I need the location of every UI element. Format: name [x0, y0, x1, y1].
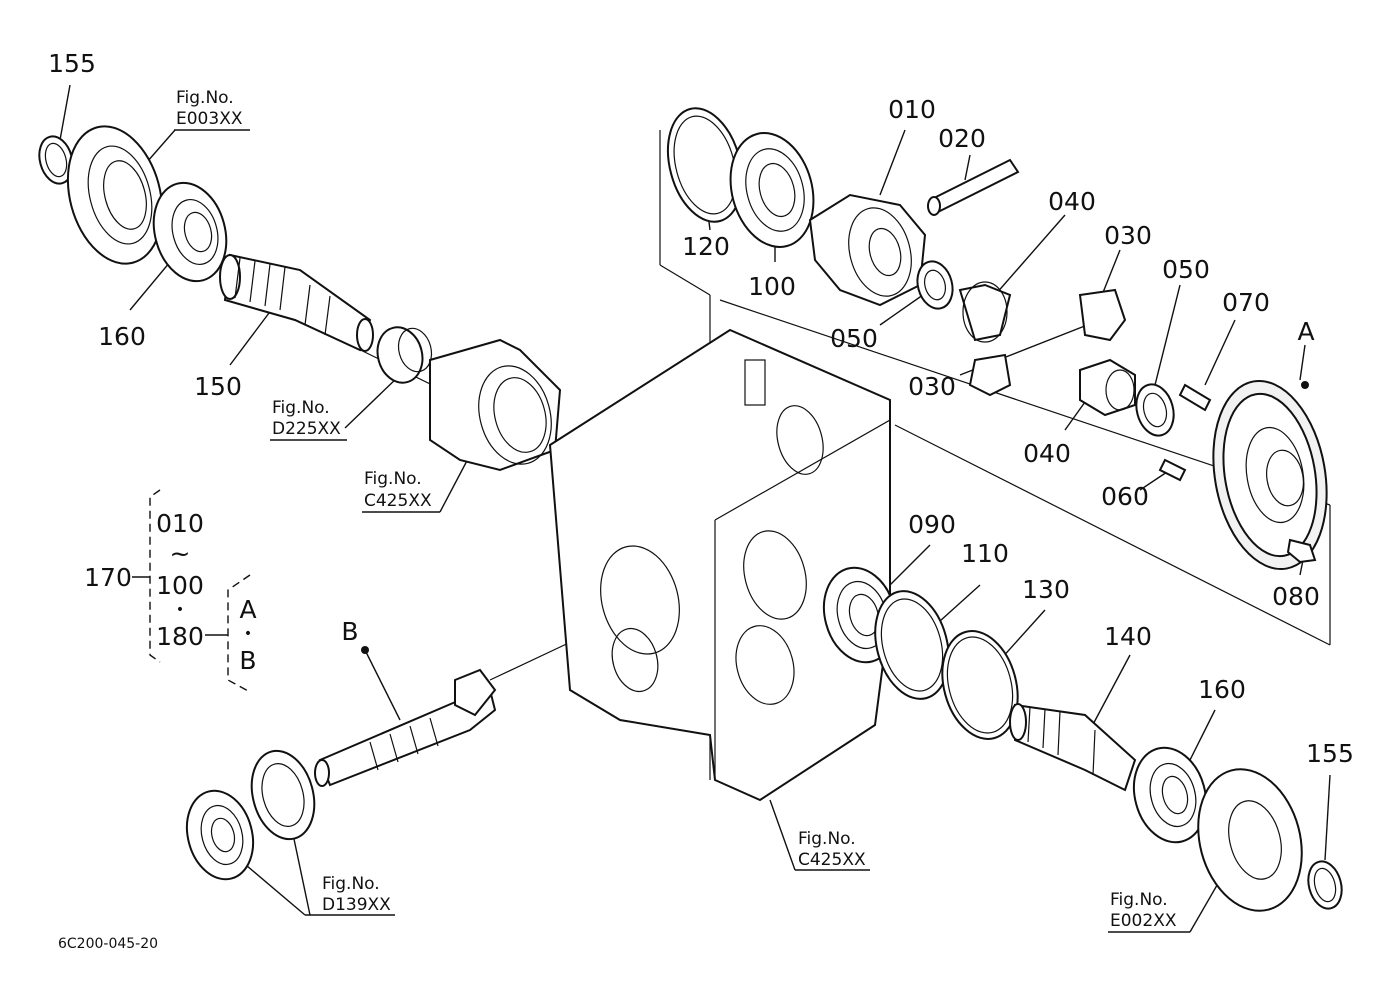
- label-150: 150: [194, 372, 242, 401]
- group-tilde: ~: [170, 539, 191, 568]
- figref-c425-left-code: C425XX: [364, 491, 432, 511]
- side-gear-040-mid: [1079, 358, 1136, 417]
- label-110: 110: [961, 539, 1009, 568]
- label-040-mid: 040: [1023, 439, 1071, 468]
- figref-c425-bottom-label: Fig.No.: [798, 829, 856, 849]
- pin-060: [1158, 458, 1187, 482]
- label-050-mid: 050: [830, 324, 878, 353]
- bolt-080: [1286, 538, 1317, 564]
- group-labels: 170 010 ~ 100 • 180 A • B: [84, 509, 256, 675]
- figref-d225: Fig.No. D225XX: [270, 398, 347, 441]
- bearing-160-right: [1132, 746, 1208, 844]
- pin-070: [1178, 383, 1212, 412]
- snap-ring-155-left: [38, 135, 74, 185]
- label-090: 090: [908, 510, 956, 539]
- group-100: 100: [156, 571, 204, 600]
- label-170: 170: [84, 563, 132, 592]
- label-a: A: [1297, 317, 1314, 346]
- part-labels: 155 160 150 120 100 010 020 040 030 050 …: [48, 49, 1354, 768]
- shim-110: [874, 590, 950, 700]
- coupling-d225: [376, 326, 433, 384]
- ring-gear: [1212, 379, 1328, 571]
- figref-e002: Fig.No. E002XX: [1110, 890, 1177, 931]
- bearing-100: [729, 132, 815, 248]
- label-155-right: 155: [1306, 739, 1354, 768]
- figref-e002-code: E002XX: [1110, 911, 1177, 931]
- snap-ring-130: [941, 630, 1019, 740]
- shaft-150: [219, 253, 374, 352]
- oil-seal-cover-left: [66, 125, 164, 265]
- group-bracket: [132, 489, 251, 693]
- figref-e002-label: Fig.No.: [1110, 890, 1168, 910]
- differential-case-010: [808, 193, 927, 307]
- pinion-gear-030-top: [1078, 288, 1127, 342]
- group-dot-2: •: [244, 626, 252, 642]
- snap-ring-155-right: [1307, 860, 1343, 910]
- label-030-mid: 030: [908, 372, 956, 401]
- label-070: 070: [1222, 288, 1270, 317]
- drawing-code: 6C200-045-20: [58, 936, 158, 952]
- label-010: 010: [888, 95, 936, 124]
- figref-d225-label: Fig.No.: [272, 398, 330, 418]
- side-gear-040-top: [958, 281, 1012, 343]
- label-130: 130: [1022, 575, 1070, 604]
- figref-d139: Fig.No. D139XX: [322, 874, 391, 915]
- bearing-160-left: [152, 181, 228, 283]
- label-b: B: [341, 617, 358, 646]
- group-dot-1: •: [176, 602, 184, 618]
- oil-seal-cover-right: [1197, 768, 1303, 912]
- figref-d139-label: Fig.No.: [322, 874, 380, 894]
- label-060: 060: [1101, 482, 1149, 511]
- pinion-gear-030-mid: [968, 353, 1012, 397]
- label-080: 080: [1272, 582, 1320, 611]
- figref-c425-left-label: Fig.No.: [364, 469, 422, 489]
- label-160-left: 160: [98, 322, 146, 351]
- group-b: B: [239, 646, 256, 675]
- bearing-d139-inner: [250, 749, 316, 841]
- bearing-housing-c425: [429, 338, 562, 472]
- shaft-140: [1009, 703, 1137, 792]
- label-030-top: 030: [1104, 221, 1152, 250]
- group-180: 180: [156, 622, 204, 651]
- figref-e003-label: Fig.No.: [176, 88, 234, 108]
- washer-050-top: [916, 260, 954, 310]
- group-a: A: [239, 595, 256, 624]
- label-100: 100: [748, 272, 796, 301]
- figref-e003: Fig.No. E003XX: [174, 88, 250, 131]
- label-160-right: 160: [1198, 675, 1246, 704]
- label-120: 120: [682, 232, 730, 261]
- pinion-shaft-020: [927, 158, 1020, 216]
- label-140: 140: [1104, 622, 1152, 651]
- label-155-left: 155: [48, 49, 96, 78]
- figref-d139-code: D139XX: [322, 895, 391, 915]
- label-040-top: 040: [1048, 187, 1096, 216]
- figref-d225-code: D225XX: [272, 419, 341, 439]
- bearing-d139-outer: [185, 789, 255, 881]
- label-050-top: 050: [1162, 255, 1210, 284]
- figref-c425-bottom: Fig.No. C425XX: [798, 829, 866, 870]
- figure-references: Fig.No. E003XX Fig.No. D225XX Fig.No. C4…: [174, 88, 1177, 931]
- label-020: 020: [938, 124, 986, 153]
- figref-c425-bottom-code: C425XX: [798, 850, 866, 870]
- washer-050-mid: [1135, 383, 1175, 437]
- figref-c425-left: Fig.No. C425XX: [362, 469, 440, 513]
- pinion-shaft-b: [314, 646, 497, 787]
- transmission-case: [548, 328, 891, 802]
- group-010: 010: [156, 509, 204, 538]
- figref-e003-code: E003XX: [176, 109, 243, 129]
